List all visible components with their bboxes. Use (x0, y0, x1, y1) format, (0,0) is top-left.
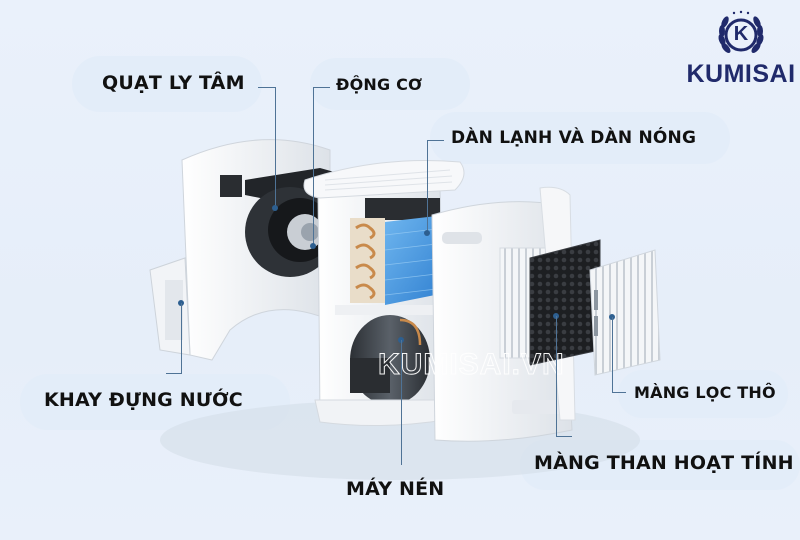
leader-line-prefilter (612, 392, 626, 393)
leader-line-carbon (556, 316, 557, 436)
label-centrifugal-fan: QUẠT LY TÂM (102, 72, 245, 94)
label-bg-coils (430, 112, 730, 164)
label-bg-fan (72, 56, 262, 112)
brand-logo: K KUMISAI (686, 8, 796, 88)
label-carbon-filter: MÀNG THAN HOẠT TÍNH (534, 452, 794, 474)
leader-line-fan (258, 87, 275, 88)
label-coils: DÀN LẠNH VÀ DÀN NÓNG (451, 128, 697, 148)
leader-line-motor (313, 87, 330, 88)
watermark-text: KUMISAI.VN (378, 348, 565, 382)
label-pre-filter: MÀNG LỌC THÔ (634, 383, 776, 402)
label-motor: ĐỘNG CƠ (336, 75, 423, 94)
leader-dot-fan (272, 205, 278, 211)
emblem-letter: K (733, 23, 749, 45)
label-compressor: MÁY NÉN (346, 478, 445, 500)
leader-line-prefilter (612, 317, 613, 392)
leader-line-tank (181, 303, 182, 373)
leader-line-coils (427, 140, 444, 141)
leader-line-tank (166, 373, 182, 374)
leader-line-compressor (401, 340, 402, 465)
leader-dot-coils (424, 230, 430, 236)
leader-line-coils (427, 140, 428, 232)
label-water-tank: KHAY ĐỰNG NƯỚC (44, 389, 243, 411)
label-bg-motor (310, 58, 470, 110)
leader-dot-motor (310, 243, 316, 249)
brand-name: KUMISAI (686, 60, 796, 88)
leader-line-carbon (556, 436, 572, 437)
laurel-emblem-icon (718, 10, 764, 53)
leader-line-motor (313, 87, 314, 245)
leader-line-fan (275, 87, 276, 207)
label-bg-prefilter (618, 370, 788, 418)
